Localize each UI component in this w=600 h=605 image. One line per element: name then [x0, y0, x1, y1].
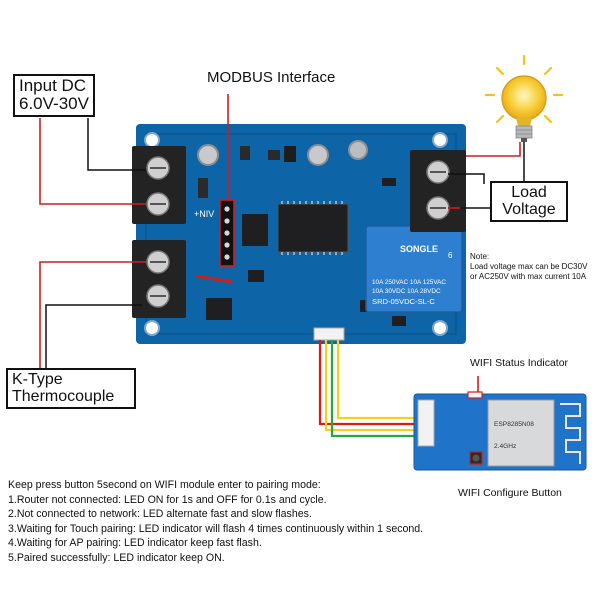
relay-brand: SONGLE [400, 244, 438, 254]
smd-part-2 [268, 150, 280, 160]
note-title: Note: [470, 252, 490, 261]
thermocouple-line2: Thermocouple [12, 388, 115, 406]
wire-yellow-2 [336, 340, 420, 420]
instruction-line: Keep press button 5second on WIFI module… [8, 479, 321, 491]
input-dc-red-lead [39, 118, 146, 205]
mount-hole-bl [144, 320, 160, 336]
input-dc-line1: Input DC [19, 76, 87, 95]
modbus-pins [224, 206, 230, 260]
modbus-label: MODBUS Interface [207, 69, 336, 86]
wire-red [318, 340, 420, 426]
wifi-connector-main [313, 327, 345, 341]
thermistor-probe [195, 274, 233, 284]
relay-model: SRD-05VDC-SL-C [372, 297, 435, 306]
wifi-status-led [467, 391, 483, 399]
instruction-line: 1.Router not connected: LED ON for 1s an… [8, 493, 327, 506]
esp-frequency: 2.4GHz [494, 443, 516, 450]
wifi-connector [417, 399, 435, 447]
instruction-line: 4.Waiting for AP pairing: LED indicator … [8, 537, 262, 550]
thermocouple-pointer [45, 304, 142, 368]
bulb-wire [490, 142, 525, 183]
load-terminal-block [410, 150, 466, 232]
thermocouple-red-lead [39, 261, 146, 368]
thermocouple-line1: K-Type [12, 371, 63, 388]
thermocouple-terminal-housing [132, 240, 186, 318]
input-dc-line2: 6.0V-30V [19, 94, 89, 114]
smd-part-1 [240, 146, 250, 160]
load-terminal-housing [410, 150, 466, 232]
relay-number: 6 [448, 251, 453, 260]
bulb-red-wire [466, 142, 521, 157]
diode [198, 178, 208, 198]
esp-shield [487, 399, 555, 467]
load-pointer-upper [448, 173, 485, 184]
instruction-line: 5.Paired successfully: LED indicator kee… [8, 551, 225, 564]
small-chip-4 [382, 178, 396, 186]
instruction-line: 2.Not connected to network: LED alternat… [8, 508, 312, 521]
regulator [284, 146, 296, 162]
capacitor-1 [197, 144, 219, 166]
light-bulb-icon [484, 54, 564, 142]
note-line2: or AC250V with max current 10A [470, 272, 587, 281]
mount-hole-tr [432, 132, 448, 148]
instruction-line: 3.Waiting for Touch pairing: LED indicat… [8, 522, 424, 535]
wire-green [330, 340, 420, 438]
small-chip-1 [248, 270, 264, 282]
capacitor-2 [307, 144, 329, 166]
relay-rating-line2: 10A 30VDC 10A 28VDC [372, 288, 441, 295]
wire-yellow [324, 340, 420, 432]
esp-model: ESP8285N08 [494, 421, 534, 428]
mount-hole-tl [144, 132, 160, 148]
mount-hole-br [432, 320, 448, 336]
load-line2: Voltage [502, 201, 556, 219]
input-dc-pointer [87, 118, 146, 171]
load-note: Note: Load voltage max can be DC30V or A… [470, 252, 598, 282]
amplifier-ic [206, 298, 232, 320]
secondary-ic [242, 214, 268, 246]
input-terminal-block [132, 146, 186, 224]
main-board: SONGLE 6 10A 250VAC 10A 125VAC 10A 30VDC… [130, 124, 466, 344]
thermocouple-label: K-Type Thermocouple [6, 368, 136, 409]
load-voltage-label: Load Voltage [490, 181, 568, 222]
ic-pins [281, 201, 343, 255]
main-ic [277, 203, 349, 253]
vin-silkscreen: +NIV [194, 209, 214, 219]
wifi-module: ESP8285N08 2.4GHz [413, 391, 587, 471]
pcb-antenna [560, 403, 581, 464]
capacitor-3 [348, 140, 368, 160]
small-chip-3 [392, 316, 406, 326]
load-line1: Load [511, 184, 547, 201]
relay-rating-line1: 10A 250VAC 10A 125VAC [372, 279, 446, 286]
input-dc-label: Input DC 6.0V-30V [13, 74, 95, 117]
wifi-harness [318, 340, 420, 438]
wifi-configure-label: WIFI Configure Button [458, 487, 562, 499]
pairing-instructions: Keep press button 5second on WIFI module… [8, 478, 593, 566]
note-line1: Load voltage max can be DC30V [470, 262, 588, 271]
wifi-status-label: WIFI Status Indicator [470, 357, 569, 369]
thermocouple-terminal-block [132, 240, 186, 318]
